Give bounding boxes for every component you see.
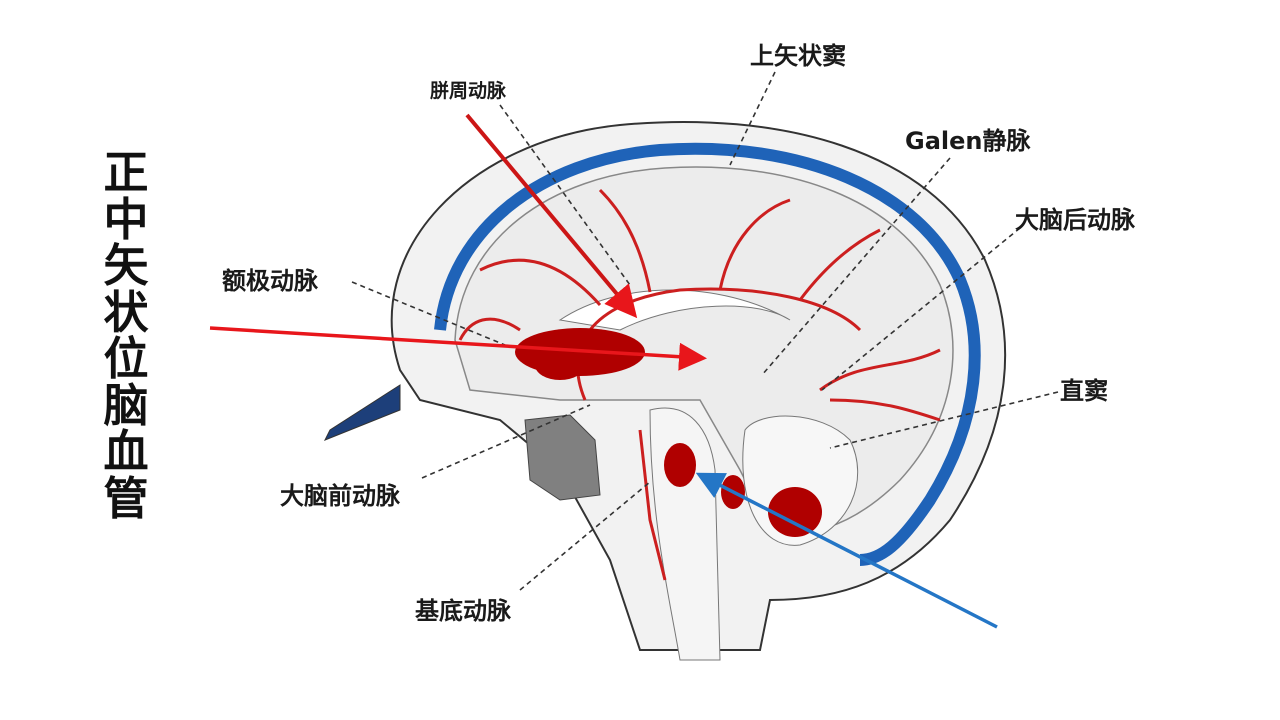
nasal-bone — [323, 384, 401, 441]
leader-lines — [351, 71, 1059, 591]
label-anterior-cerebral-artery: 大脑前动脉 — [280, 482, 400, 510]
red-arrow-horizontal — [209, 326, 707, 371]
cerebral-arteries — [458, 188, 941, 581]
label-vein-of-galen: Galen静脉 — [905, 127, 1031, 155]
blue-arrow — [695, 472, 998, 629]
label-pericallosal-artery: 胼周动脉 — [430, 80, 507, 102]
label-superior-sagittal-sinus: 上矢状窦 — [750, 42, 846, 70]
page-title: 正中矢状位脑血管 — [103, 146, 149, 525]
label-posterior-cerebral-artery: 大脑后动脉 — [1015, 206, 1135, 234]
label-straight-sinus: 直窦 — [1060, 377, 1108, 405]
red-arrow-diagonal — [465, 113, 638, 319]
label-frontopolar-artery: 额极动脉 — [222, 267, 318, 295]
label-basilar-artery: 基底动脉 — [415, 597, 511, 625]
sphenoid — [524, 414, 601, 501]
